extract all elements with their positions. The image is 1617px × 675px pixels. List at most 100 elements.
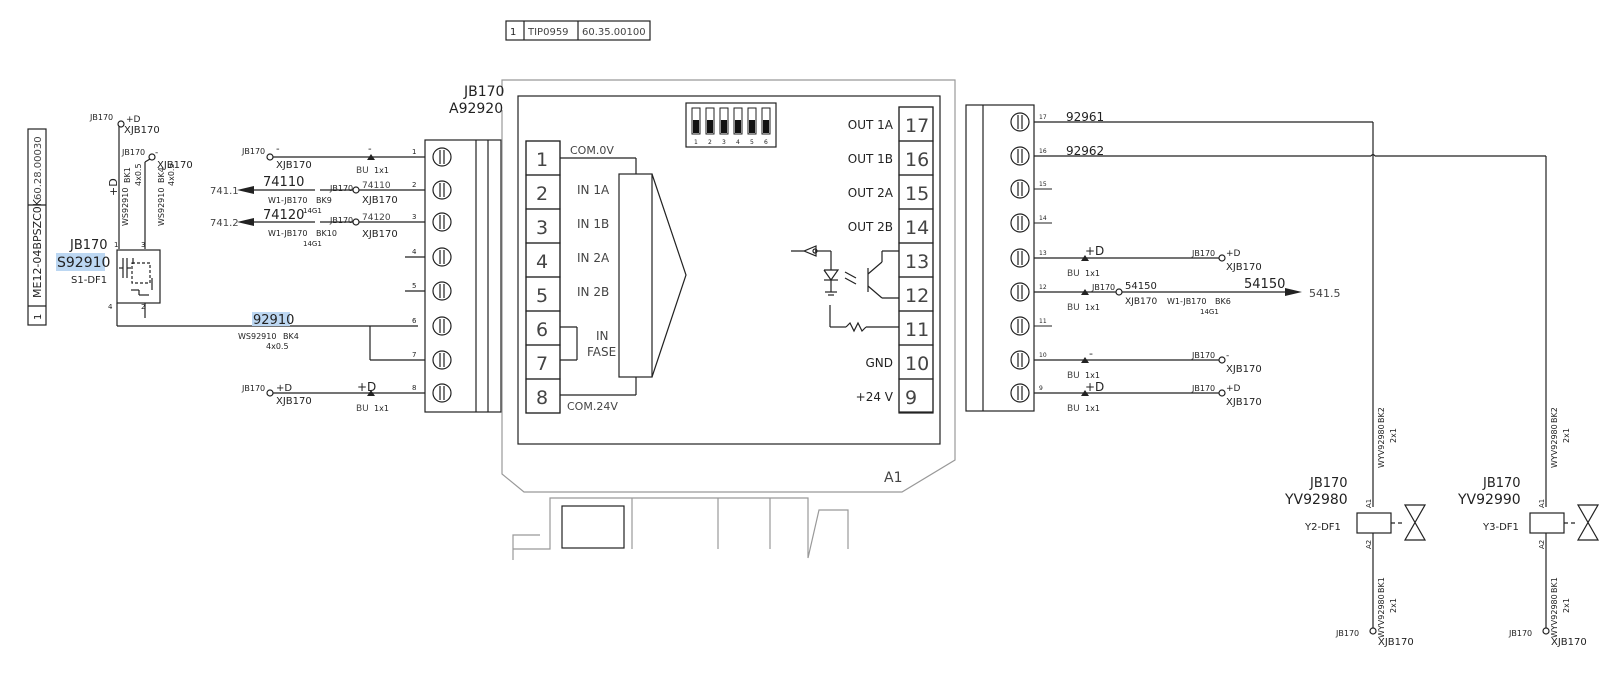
dip-switch-lever — [749, 120, 755, 133]
r12-xjb: XJB170 — [1125, 297, 1157, 307]
sensor-size1: 4x0.5 — [134, 163, 143, 186]
left-terminal-screw — [432, 350, 452, 370]
row1-bus-minus: - — [368, 144, 372, 155]
module-right-pin-box — [898, 378, 934, 414]
left-terminal-screw — [432, 180, 452, 200]
module-left-pin-number: 2 — [536, 183, 548, 205]
sensor-size-bottom: 4x0.5 — [266, 342, 289, 351]
sensor-size2: 4x0.5 — [167, 163, 176, 186]
r9-bus-size: 1x1 — [1085, 404, 1100, 413]
left-terminal-number: 2 — [412, 181, 416, 189]
row1-minus: - — [276, 144, 280, 155]
right-terminal-screw — [1010, 248, 1030, 268]
sensor-df: S1-DF1 — [71, 275, 107, 286]
module-right-pin-number: 13 — [905, 251, 929, 273]
dip-switch-number: 5 — [750, 139, 754, 146]
svg-text:BK2: BK2 — [1377, 407, 1386, 423]
module-right-label: OUT 2A — [848, 186, 894, 200]
side-tag — [27, 128, 47, 326]
svg-text:1: 1 — [33, 314, 44, 320]
svg-text:2x1: 2x1 — [1562, 598, 1571, 613]
module-tag: A92920 — [449, 101, 503, 117]
right-terminal-strip — [965, 104, 1035, 412]
row1-xjb: XJB170 — [276, 160, 312, 171]
svg-text:WYV92980: WYV92980 — [1550, 424, 1559, 468]
ref-box-index: 1 — [510, 27, 516, 38]
svg-text:WS92910: WS92910 — [157, 188, 166, 226]
sensor-cable-bottom: WS92910 — [238, 332, 276, 341]
sensor-core-bottom: BK4 — [283, 332, 299, 341]
module-right-pin-number: 12 — [905, 285, 929, 307]
dip-switch-lever — [721, 120, 727, 133]
r12-out-ref: 541.5 — [1309, 287, 1341, 300]
module-left-label: IN 2B — [577, 285, 609, 299]
sensor-core1: BK1 — [123, 167, 132, 183]
valve1-a1: A1 — [1365, 499, 1373, 508]
right-terminal-screw — [1010, 213, 1030, 233]
row3-xjb: XJB170 — [362, 229, 398, 240]
row2-cable: W1-JB170 — [268, 196, 307, 205]
row8-bus-size: 1x1 — [374, 404, 389, 413]
wire-92961: 92961 — [1066, 110, 1104, 124]
right-terminal-number: 12 — [1039, 284, 1047, 291]
sensor-pin1: 1 — [114, 241, 118, 249]
right-terminal-number: 16 — [1039, 148, 1047, 155]
row8-jb: JB170 — [241, 384, 265, 393]
right-terminal-screw — [1010, 282, 1030, 302]
module-left-pin-number: 1 — [536, 149, 548, 171]
wire-92910-highlight — [252, 312, 290, 326]
row1-bus-size: 1x1 — [374, 166, 389, 175]
r12-out-wire: 54150 — [1244, 277, 1285, 292]
svg-text:JB170: JB170 — [1309, 476, 1348, 491]
sensor-tag-highlight — [56, 253, 105, 271]
right-terminal-number: 10 — [1039, 352, 1047, 359]
proximity-sensor — [116, 120, 418, 327]
sensor-pin4: 4 — [108, 303, 113, 311]
module-right-pin-number: 9 — [905, 387, 917, 409]
module-pins — [525, 106, 934, 414]
svg-text:JB170: JB170 — [1508, 629, 1532, 638]
row3-ref: 741.2 — [210, 218, 239, 229]
module-right-label: OUT 1A — [848, 118, 894, 132]
sensor-tag: S92910 — [57, 255, 110, 271]
sensor-top-jb: JB170 — [89, 113, 113, 122]
module-left-pin-number: 4 — [536, 251, 548, 273]
dip-switch-slot — [747, 107, 757, 135]
svg-text:4x0.5: 4x0.5 — [134, 163, 143, 186]
r12-core: BK6 — [1215, 297, 1231, 306]
module-left-pin-number: 3 — [536, 217, 548, 239]
valve2-cable-top: WYV92980 BK2 2x1 — [1550, 407, 1571, 468]
svg-text:A2: A2 — [1365, 540, 1373, 549]
row2-core: BK9 — [316, 196, 332, 205]
r13-bus-size: 1x1 — [1085, 269, 1100, 278]
wire-92910: 92910 — [253, 313, 294, 328]
left-terminal-number: 8 — [412, 384, 416, 392]
valve-yv92980 — [1356, 504, 1427, 635]
dip-switch-number: 1 — [694, 139, 698, 146]
left-terminal-number: 4 — [412, 248, 417, 256]
valve-yv92990 — [1529, 504, 1600, 635]
right-terminal-number: 13 — [1039, 250, 1047, 257]
svg-text:ME12-04BPSZC0K: ME12-04BPSZC0K — [31, 198, 44, 298]
module-right-pin-number: 10 — [905, 353, 929, 375]
svg-text:4x0.5: 4x0.5 — [167, 163, 176, 186]
row3-core: BK10 — [316, 229, 337, 238]
row1-bus: BU — [356, 166, 369, 176]
r12-cable: W1-JB170 — [1167, 297, 1206, 306]
r13-xjb: XJB170 — [1226, 262, 1262, 273]
ref-box-code: 60.35.00100 — [582, 27, 646, 38]
right-terminal-screw — [1010, 350, 1030, 370]
row8-bus: BU — [356, 404, 369, 414]
left-terminal-screw — [432, 316, 452, 336]
sensor-cable1: WS92910 — [121, 188, 130, 226]
reference-box — [505, 20, 651, 41]
module-left-pin-number: 8 — [536, 387, 548, 409]
right-terminal-number: 17 — [1039, 114, 1047, 121]
sensor-pin3: 3 — [141, 241, 145, 249]
svg-text:60.28.00030: 60.28.00030 — [33, 136, 44, 200]
right-terminal-screw — [1010, 316, 1030, 336]
right-terminal-number: 14 — [1039, 215, 1047, 222]
